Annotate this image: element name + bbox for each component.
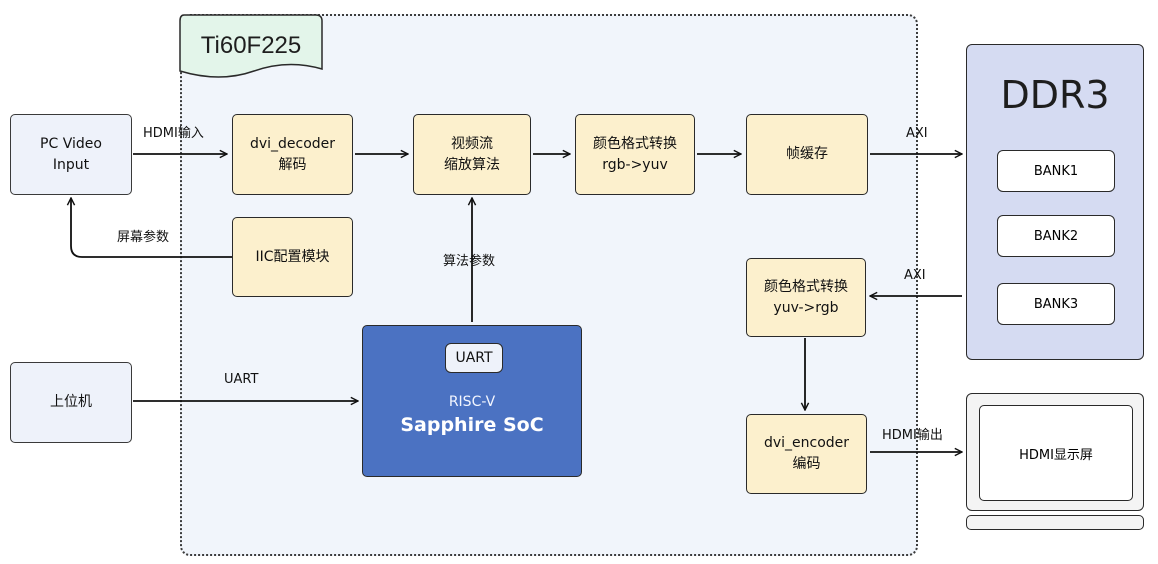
hdmi-monitor: HDMI显示屏 bbox=[966, 393, 1144, 511]
dvi-decoder-node: dvi_decoder 解码 bbox=[232, 114, 353, 195]
edge-screen-params bbox=[71, 198, 232, 258]
label-algo-params: 算法参数 bbox=[443, 254, 496, 269]
ddr-bank-1: BANK1 bbox=[997, 150, 1115, 192]
csc-rgb-yuv-node: 颜色格式转换 rgb->yuv bbox=[575, 114, 695, 195]
chip-tag: Ti60F225 bbox=[179, 14, 323, 78]
iic-config-node: IIC配置模块 bbox=[232, 217, 353, 297]
soc-cpu-label: RISC-V bbox=[448, 394, 496, 410]
label-hdmi-out: HDMI输出 bbox=[882, 428, 943, 443]
monitor-base bbox=[966, 515, 1144, 530]
ddr3-block: DDR3 BANK1 BANK2 BANK3 bbox=[966, 44, 1144, 360]
ddr-bank-2: BANK2 bbox=[997, 215, 1115, 257]
sapphire-soc-block: UART RISC-V Sapphire SoC bbox=[362, 325, 582, 477]
chip-label: Ti60F225 bbox=[201, 32, 302, 59]
scaler-node: 视频流 缩放算法 bbox=[413, 114, 531, 195]
dvi-encoder-node: dvi_encoder 编码 bbox=[746, 414, 867, 494]
frame-buffer-node: 帧缓存 bbox=[746, 114, 868, 195]
soc-uart-chip: UART bbox=[445, 343, 503, 373]
upper-computer-node: 上位机 bbox=[10, 362, 132, 443]
pc-video-input-node: PC Video Input bbox=[10, 114, 132, 195]
ddr3-title: DDR3 bbox=[1000, 73, 1110, 117]
soc-name: Sapphire SoC bbox=[400, 414, 544, 436]
monitor-screen: HDMI显示屏 bbox=[979, 405, 1133, 501]
ddr-bank-3: BANK3 bbox=[997, 283, 1115, 325]
label-uart: UART bbox=[224, 372, 259, 387]
csc-yuv-rgb-node: 颜色格式转换 yuv->rgb bbox=[746, 258, 866, 337]
label-hdmi-in: HDMI输入 bbox=[143, 126, 204, 141]
label-axi-write: AXI bbox=[906, 126, 928, 141]
label-axi-read: AXI bbox=[904, 268, 926, 283]
label-screen-params: 屏幕参数 bbox=[117, 230, 170, 245]
